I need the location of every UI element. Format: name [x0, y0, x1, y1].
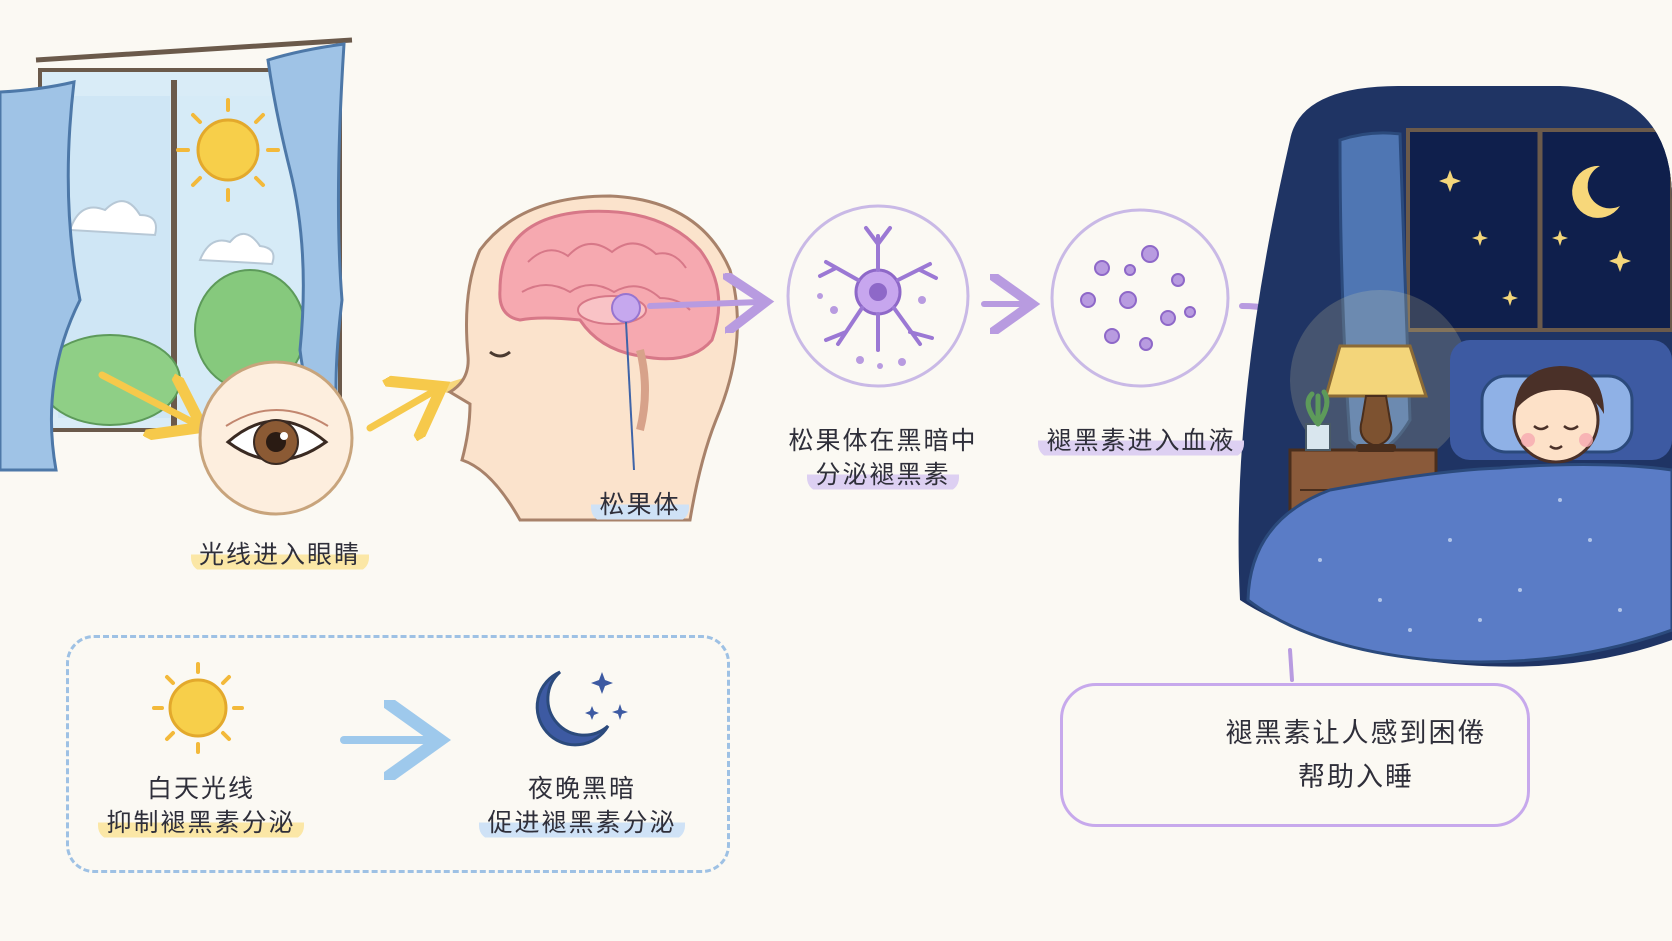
label-secrete-line2: 分泌褪黑素	[807, 458, 959, 492]
note-line2: 帮助入睡	[1298, 762, 1414, 793]
cloud-icon	[68, 200, 275, 266]
molecule-icon	[1050, 208, 1230, 388]
note-line1: 褪黑素让人感到困倦	[1225, 718, 1487, 749]
label-secrete-line1: 松果体在黑暗中	[788, 426, 978, 455]
label-pineal: 松果体	[580, 488, 700, 522]
moon-icon	[535, 670, 628, 747]
melatonin-arrow-brain-neuron	[647, 302, 760, 306]
legend-day: 白天光线 抑制褪黑素分泌	[96, 772, 306, 840]
label-secrete: 松果体在黑暗中 分泌褪黑素	[778, 424, 988, 492]
sun-icon	[152, 662, 244, 754]
legend-night: 夜晚黑暗 促进褪黑素分泌	[472, 772, 692, 840]
legend-day-line1: 白天光线	[146, 774, 255, 803]
curtain-left	[0, 80, 82, 472]
plant-icon	[1305, 389, 1331, 451]
legend-night-line1: 夜晚黑暗	[527, 774, 636, 803]
label-eye: 光线进入眼睛	[190, 538, 370, 572]
legend-day-line2: 抑制褪黑素分泌	[98, 806, 304, 840]
legend-night-line2: 促进褪黑素分泌	[479, 806, 685, 840]
light-arrow-window-eye	[98, 371, 196, 424]
night-bedroom	[1238, 86, 1672, 682]
eye-icon	[198, 360, 354, 516]
label-blood: 褪黑素进入血液	[1036, 424, 1246, 458]
lamp-icon	[1324, 344, 1429, 452]
note-box	[1060, 683, 1530, 827]
blanket	[1246, 462, 1672, 664]
light-arrow-eye-head	[366, 390, 436, 428]
note-text: 褪黑素让人感到困倦 帮助入睡	[1196, 712, 1516, 800]
window-sun-icon	[176, 98, 280, 202]
window-moon-icon	[1572, 165, 1620, 218]
pineal-gland-icon	[611, 293, 641, 471]
neuron-icon	[786, 204, 970, 388]
legend-box	[66, 635, 730, 873]
